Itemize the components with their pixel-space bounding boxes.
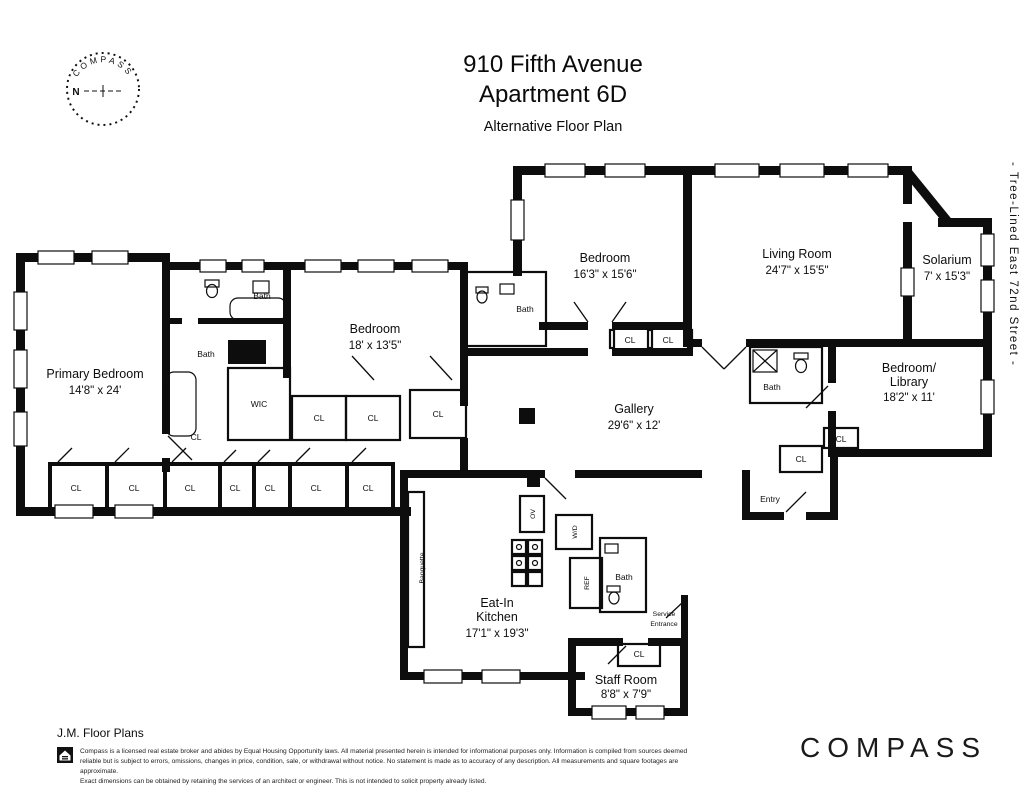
closet-label: CL [625,335,636,345]
doors [57,301,829,665]
room-label-bedroom-18: Bedroom [350,322,401,336]
room-dims-staff-room: 8'8" x 7'9" [601,689,651,701]
room-label-kitchen-2: Kitchen [476,610,518,624]
bath-label: Bath [516,304,534,314]
sink [252,280,270,294]
room-label-staff-room: Staff Room [595,673,657,687]
room-label-living-room: Living Room [762,247,831,261]
disclaimer-line: Exact dimensions can be obtained by reta… [80,777,487,785]
apartment-line: Apartment 6D [478,81,628,108]
compass-rose-logo: COMPASS N [66,52,140,126]
room-label-bedroom-library-2: Library [890,375,929,389]
room-label-gallery: Gallery [614,402,654,416]
closet-label: CL [836,434,847,444]
toilet [205,283,219,299]
room-label-kitchen-1: Eat-In [480,596,513,610]
toilet [608,591,620,605]
legal-disclaimer: Compass is a licensed real estate broker… [80,747,705,787]
entry-label: Entry [760,494,781,504]
room-label-bedroom-16: Bedroom [580,251,631,265]
closet-label: CL [796,454,807,464]
room-dims-primary-bedroom: 14'8" x 24' [69,385,122,397]
service-entrance-label-2: Entrance [650,621,677,628]
rose-brand-text: COMPASS [70,54,132,78]
room-dims-bedroom-16: 16'3" x 15'6" [573,269,636,281]
equal-housing-icon [57,747,73,763]
room-labels: Primary Bedroom 14'8" x 24' Bedroom 18' … [46,247,971,701]
room-dims-living-room: 24'7" x 15'5" [765,265,828,277]
refrigerator-label: REF [584,576,591,590]
closet-label: CL [363,483,374,493]
wic-label: WIC [251,399,268,409]
room-dims-bedroom-library: 18'2" x 11' [883,392,935,404]
windows [13,163,995,720]
street-side-label: - Tree-Lined East 72nd Street - [1007,162,1019,367]
room-label-bedroom-library-1: Bedroom/ [882,361,937,375]
closet-label: CL [314,413,325,423]
bath-label: Bath [615,572,633,582]
shower [752,349,778,373]
small-labels: Bath Bath Bath Bath Bath WIC Entry CL CL… [71,291,847,659]
compass-wordmark: COMPASS [800,732,987,763]
washer-dryer-label: W/D [572,525,579,538]
toilet [794,358,808,374]
closet-label: CL [368,413,379,423]
plan-header: 910 Fifth Avenue Apartment 6D Alternativ… [113,50,993,135]
closet-label: CL [129,483,140,493]
bathtub [165,371,197,437]
room-label-primary-bedroom: Primary Bedroom [46,367,143,381]
closet-label: CL [433,409,444,419]
room-dims-gallery: 29'6" x 12' [608,420,661,432]
oven-label: OV [530,509,537,519]
closet-label: CL [185,483,196,493]
disclaimer-line: Compass is a licensed real estate broker… [80,748,688,755]
sink [604,543,619,554]
closet-label: CL [311,483,322,493]
plan-subtitle: Alternative Floor Plan [483,119,623,135]
address-line: 910 Fifth Avenue [463,51,643,78]
toilet [476,290,488,304]
bath-label: Bath [197,349,215,359]
closet-label: CL [230,483,241,493]
bath-label: Bath [763,382,781,392]
partitions [226,270,860,668]
sink [499,283,515,295]
room-dims-solarium: 7' x 15'3" [924,271,970,283]
closet-label: CL [634,649,645,659]
closet-label: CL [71,483,82,493]
closet-label: CL [191,432,202,442]
floor-plan-credit: J.M. Floor Plans [57,726,144,740]
service-entrance-label-1: Service [653,611,676,618]
closet-label: CL [265,483,276,493]
svg-text:COMPASS: COMPASS [70,54,135,78]
disclaimer-line: reliable but is subject to errors, omiss… [80,757,679,775]
closet-label: CL [663,335,674,345]
banquette-label: Banquette [419,552,426,583]
bathtub [229,297,287,321]
room-label-solarium: Solarium [922,253,971,267]
north-letter: N [72,87,79,98]
fixtures [165,279,809,605]
bath-label: Bath [253,291,271,301]
room-dims-kitchen: 17'1" x 19'3" [465,628,528,640]
room-dims-bedroom-18: 18' x 13'5" [349,340,402,352]
